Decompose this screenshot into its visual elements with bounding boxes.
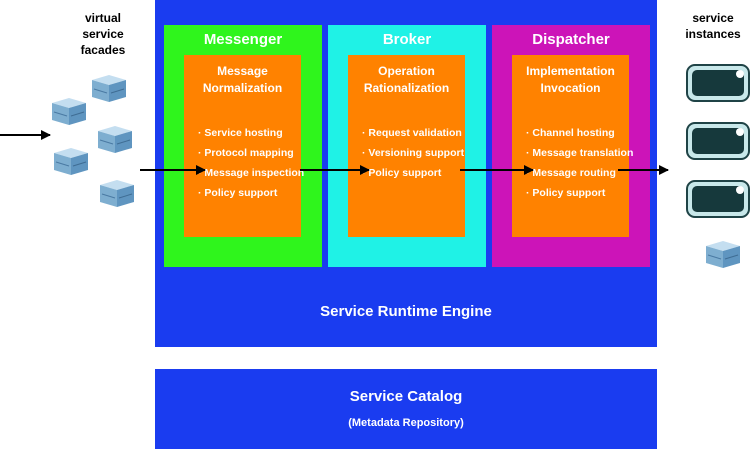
stage-broker: Broker Operation Rationalization Request… bbox=[328, 25, 486, 267]
service-catalog: Service Catalog (Metadata Repository) bbox=[155, 369, 657, 449]
cube-icon bbox=[91, 74, 127, 103]
stage-messenger: Messenger Message Normalization Service … bbox=[164, 25, 322, 267]
cube-icon bbox=[53, 147, 89, 176]
stage-title: Broker bbox=[382, 31, 432, 48]
stage-title: Messenger bbox=[203, 31, 283, 48]
bullet-list: Channel hosting Message translation Mess… bbox=[526, 123, 633, 203]
bullet-item: Policy support bbox=[198, 183, 299, 203]
inner-box: Message Normalization Service hosting Pr… bbox=[184, 55, 304, 237]
server-icon bbox=[686, 122, 750, 160]
stage-title: Dispatcher bbox=[532, 31, 610, 48]
catalog-title: Service Catalog bbox=[349, 388, 463, 405]
cube-icon bbox=[705, 240, 741, 269]
catalog-subtitle: (Metadata Repository) bbox=[348, 417, 464, 429]
bullet-item: Message inspection bbox=[198, 163, 304, 183]
bullet-item: Message routing bbox=[526, 163, 627, 183]
bullet-item: Policy support bbox=[362, 163, 463, 183]
inner-box: Operation Rationalization Request valida… bbox=[348, 55, 465, 237]
cube-icon bbox=[97, 125, 133, 154]
inner-title: Implementation Invocation bbox=[526, 64, 615, 95]
bullet-item: Service hosting bbox=[198, 123, 299, 143]
inner-title: Operation Rationalization bbox=[363, 64, 450, 95]
facades-label: virtual service facades bbox=[80, 11, 126, 57]
service-runtime-engine: Messenger Message Normalization Service … bbox=[155, 0, 657, 347]
bullet-item: Message translation bbox=[526, 143, 633, 163]
bullet-item: Versioning support bbox=[362, 143, 464, 163]
bullet-list: Request validation Versioning support Po… bbox=[362, 123, 464, 183]
bullet-item: Request validation bbox=[362, 123, 463, 143]
bullet-item: Protocol mapping bbox=[198, 143, 299, 163]
engine-label: Service Runtime Engine bbox=[320, 303, 492, 320]
bullet-list: Service hosting Protocol mapping Message… bbox=[198, 123, 304, 203]
cube-icon bbox=[51, 97, 87, 126]
inner-box: Implementation Invocation Channel hostin… bbox=[512, 55, 633, 237]
server-icon bbox=[686, 64, 750, 102]
instances-label: service instances bbox=[685, 11, 741, 41]
bullet-item: Channel hosting bbox=[526, 123, 627, 143]
cube-icon bbox=[99, 179, 135, 208]
server-icon bbox=[686, 180, 750, 218]
stage-dispatcher: Dispatcher Implementation Invocation Cha… bbox=[492, 25, 650, 267]
inner-title: Message Normalization bbox=[202, 64, 283, 95]
bullet-item: Policy support bbox=[526, 183, 627, 203]
